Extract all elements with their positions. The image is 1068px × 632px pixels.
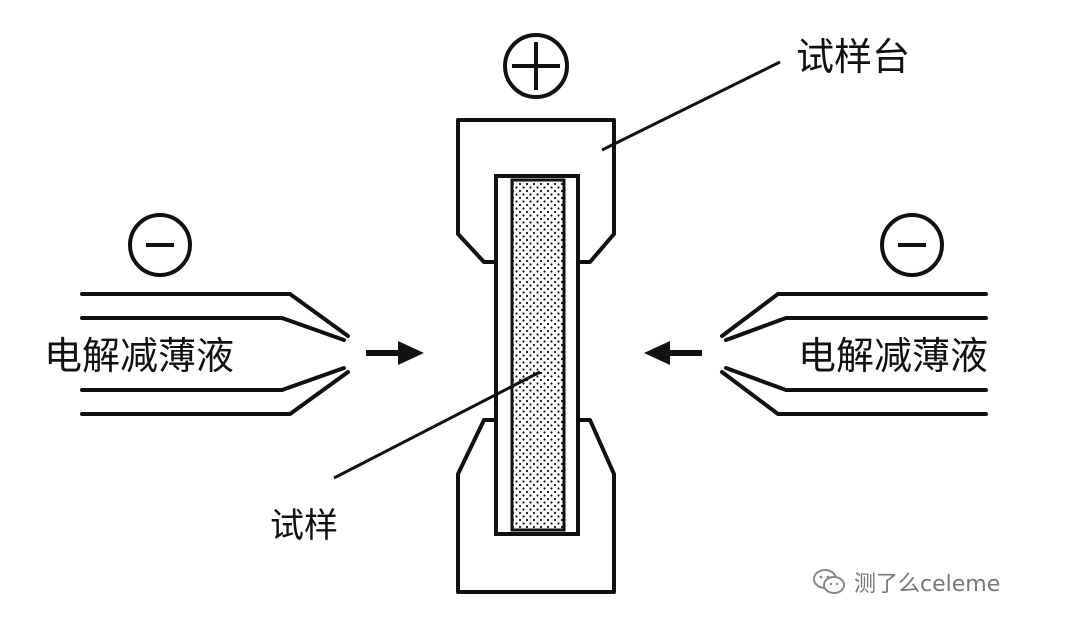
sample-label: 试样 bbox=[270, 506, 338, 546]
sample-stage-label: 试样台 bbox=[796, 35, 910, 79]
right-solution-label: 电解减薄液 bbox=[798, 334, 988, 378]
sample-stage-leader bbox=[601, 60, 781, 152]
left-solution-label: 电解减薄液 bbox=[44, 334, 234, 378]
wechat-icon bbox=[813, 569, 845, 594]
right-flow-arrow bbox=[644, 341, 702, 365]
left-flow-arrow bbox=[366, 341, 424, 365]
left-cathode-symbol bbox=[128, 213, 192, 277]
right-nozzle bbox=[720, 292, 988, 416]
sample-leader bbox=[333, 370, 541, 480]
anode-symbol bbox=[503, 33, 569, 99]
left-nozzle bbox=[80, 292, 350, 416]
right-cathode-symbol bbox=[880, 213, 944, 277]
sample-strip bbox=[494, 174, 580, 536]
watermark-text: 测了么celeme bbox=[854, 572, 1001, 597]
watermark: 测了么celeme bbox=[812, 566, 1000, 598]
